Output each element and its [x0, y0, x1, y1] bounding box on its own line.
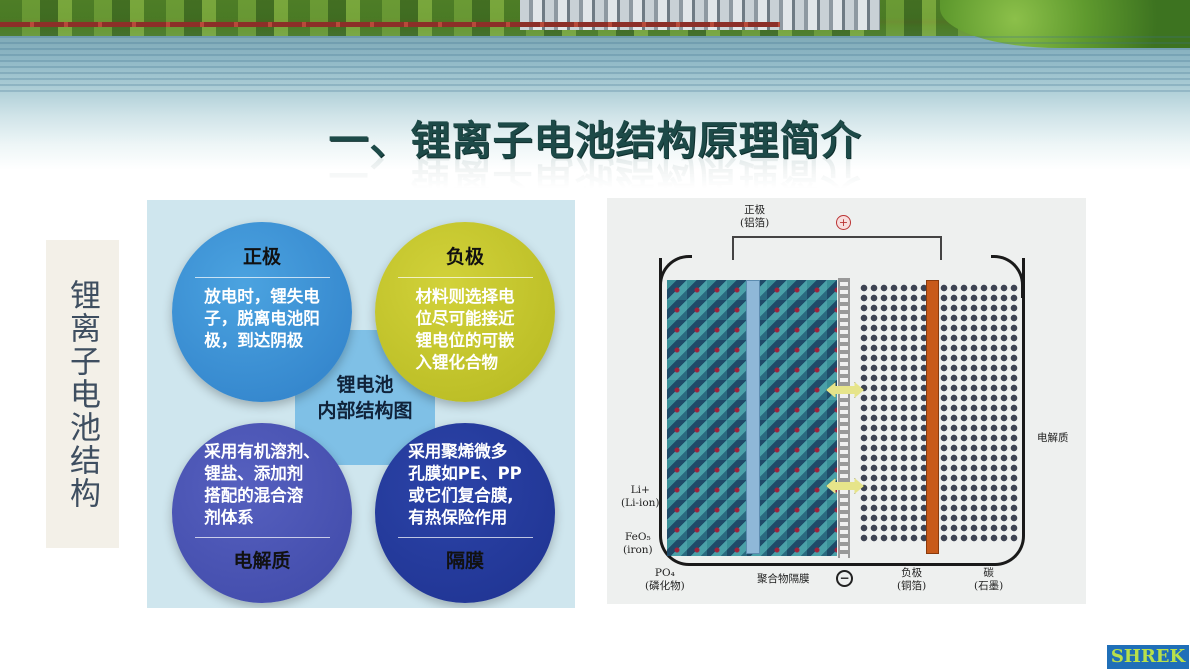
label-cathode-foil: 正极 (铝箔)	[740, 204, 769, 230]
circle-cathode: 正极 放电时，锂失电 子，脱离电池阳 极，到达阴极	[172, 222, 352, 402]
circle-body: 采用有机溶剂、 锂盐、添加剂 搭配的混合溶 剂体系	[204, 441, 320, 529]
circle-heading: 电解质	[233, 550, 291, 572]
circle-anode: 负极 材料则选择电 位尽可能接近 锂电位的可嵌 入锂化合物	[375, 222, 555, 402]
body-line: 或它们复合膜,	[408, 486, 514, 505]
body-line: 孔膜如PE、PP	[408, 464, 522, 483]
side-label-box: 锂离子电池结构	[46, 240, 119, 548]
body-line: 剂体系	[204, 508, 254, 527]
cell-casing	[659, 258, 1025, 566]
circle-body: 材料则选择电 位尽可能接近 锂电位的可嵌 入锂化合物	[416, 286, 515, 374]
label-separator: 聚合物隔膜	[757, 573, 810, 585]
circle-electrolyte: 采用有机溶剂、 锂盐、添加剂 搭配的混合溶 剂体系 电解质	[172, 423, 352, 603]
polymer-separator	[838, 278, 850, 558]
divider	[397, 537, 533, 538]
label-line: Li+	[630, 484, 650, 496]
label-feo5: FeO₅ (iron)	[623, 531, 653, 557]
arch-bridge	[0, 22, 780, 27]
divider	[194, 277, 330, 278]
battery-structure-infographic: 锂电池 内部结构图 正极 放电时，锂失电 子，脱离电池阳 极，到达阴极 负极 材…	[147, 200, 575, 608]
divider	[194, 537, 330, 538]
body-line: 采用有机溶剂、	[204, 442, 320, 461]
label-line: 正极	[744, 204, 766, 216]
body-line: 采用聚烯微多	[408, 442, 508, 461]
label-line: (石墨)	[974, 580, 1004, 592]
circle-heading: 负极	[445, 246, 484, 268]
battery-cell-diagram: + − 正极 (铝箔) 电解质 Li+ (Li-ion) FeO₅ (iron)…	[607, 198, 1086, 604]
side-label-text: 锂离子电池结构	[64, 278, 100, 510]
circle-body: 采用聚烯微多 孔膜如PE、PP 或它们复合膜, 有热保险作用	[408, 441, 522, 529]
positive-terminal	[732, 236, 942, 260]
label-line: (Li-ion)	[621, 497, 660, 509]
shrek-logo: SHREK	[1107, 645, 1189, 669]
center-title-line2: 内部结构图	[317, 399, 413, 422]
scenic-banner	[0, 0, 1190, 170]
label-line: 负极	[901, 567, 923, 579]
label-line: PO₄	[654, 567, 675, 579]
center-title-line1: 锂电池	[336, 373, 394, 396]
label-li-ion: Li+ (Li-ion)	[621, 484, 660, 510]
label-line: (磷化物)	[645, 580, 685, 592]
label-line: (铜箔)	[897, 580, 927, 592]
circle-heading: 隔膜	[445, 550, 484, 572]
divider	[397, 277, 533, 278]
circle-heading: 正极	[242, 246, 281, 268]
body-line: 位尽可能接近	[415, 309, 515, 328]
label-po4: PO₄ (磷化物)	[645, 567, 685, 593]
circle-separator: 采用聚烯微多 孔膜如PE、PP 或它们复合膜, 有热保险作用 隔膜	[375, 423, 555, 603]
label-anode-foil: 负极 (铜箔)	[897, 567, 926, 593]
label-line: (iron)	[623, 544, 653, 556]
copper-foil	[926, 280, 939, 554]
minus-icon: −	[836, 570, 853, 587]
circle-body: 放电时，锂失电 子，脱离电池阳 极，到达阴极	[204, 286, 320, 352]
label-electrolyte: 电解质	[1037, 432, 1069, 444]
body-line: 入锂化合物	[415, 353, 499, 372]
plus-icon: +	[836, 215, 851, 230]
aluminum-foil	[746, 280, 760, 554]
body-line: 锂盐、添加剂	[204, 464, 304, 483]
body-line: 有热保险作用	[408, 508, 508, 527]
label-carbon: 碳 (石墨)	[974, 567, 1003, 593]
label-line: 碳	[983, 567, 994, 579]
graphite-anode	[859, 283, 1019, 543]
slide-title: 一、锂离子电池结构原理简介	[328, 118, 862, 164]
label-line: (铝箔)	[740, 217, 770, 229]
body-line: 搭配的混合溶	[204, 486, 304, 505]
body-line: 放电时，锂失电	[204, 287, 320, 306]
body-line: 子，脱离电池阳	[204, 309, 320, 328]
lake-water	[0, 36, 1190, 96]
body-line: 材料则选择电	[415, 287, 515, 306]
body-line: 极，到达阴极	[204, 331, 304, 350]
body-line: 锂电位的可嵌	[415, 331, 515, 350]
label-line: FeO₅	[624, 531, 651, 543]
